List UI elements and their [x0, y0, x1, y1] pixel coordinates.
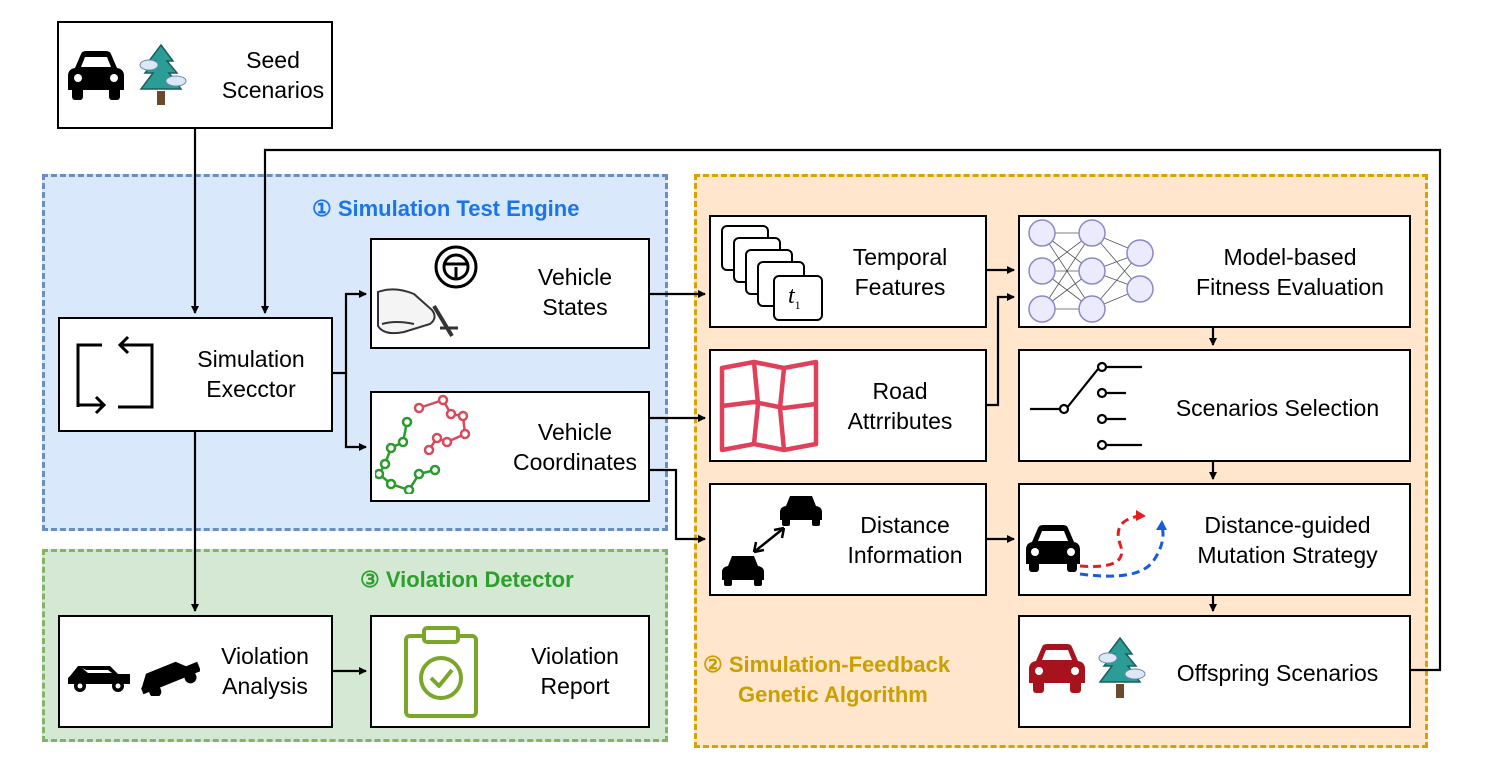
simulation-executor-box [58, 317, 333, 432]
feedback-loop-arrow [261, 148, 1442, 672]
switch-icon [1030, 361, 1142, 451]
tree-icon [1098, 636, 1146, 698]
map-icon [719, 359, 819, 453]
road-to-fitness-arrow [987, 293, 1015, 407]
genetic-algorithm-title-line2: Genetic Algorithm [738, 682, 928, 707]
mutation-car-icon [1026, 510, 1167, 578]
car-icon [68, 51, 124, 100]
mutation-strategy-box [1018, 483, 1411, 596]
offspring-scenarios-label: Offspring Scenarios [1176, 660, 1379, 686]
crashed-cars-icon [68, 661, 200, 696]
frames-icon: t1 [718, 222, 830, 324]
genetic-algorithm-title-line1: ② Simulation-Feedback [703, 652, 951, 677]
steering-wheel-icon [434, 245, 478, 289]
scenarios-selection-label: Scenarios Selection [1175, 395, 1380, 421]
executor-to-coordinates-arrow [344, 373, 367, 451]
car-icon [1029, 644, 1085, 693]
loop-icon [76, 335, 154, 415]
executor-to-states-arrow [333, 290, 367, 375]
scenarios-selection-box [1018, 349, 1411, 462]
coordinates-to-distance-arrow [650, 468, 706, 543]
tree-icon [139, 43, 187, 105]
vehicle-states-box [370, 238, 650, 349]
neural-network-icon [1028, 219, 1154, 323]
pedal-icon [377, 288, 458, 338]
coordinates-icon [375, 394, 471, 494]
violation-detector-title: ③ Violation Detector [360, 567, 574, 592]
clipboard-check-icon [404, 626, 478, 718]
cars-distance-icon [722, 496, 822, 586]
violation-report-box [370, 615, 650, 728]
simulation-test-engine-title: ① Simulation Test Engine [312, 196, 580, 221]
